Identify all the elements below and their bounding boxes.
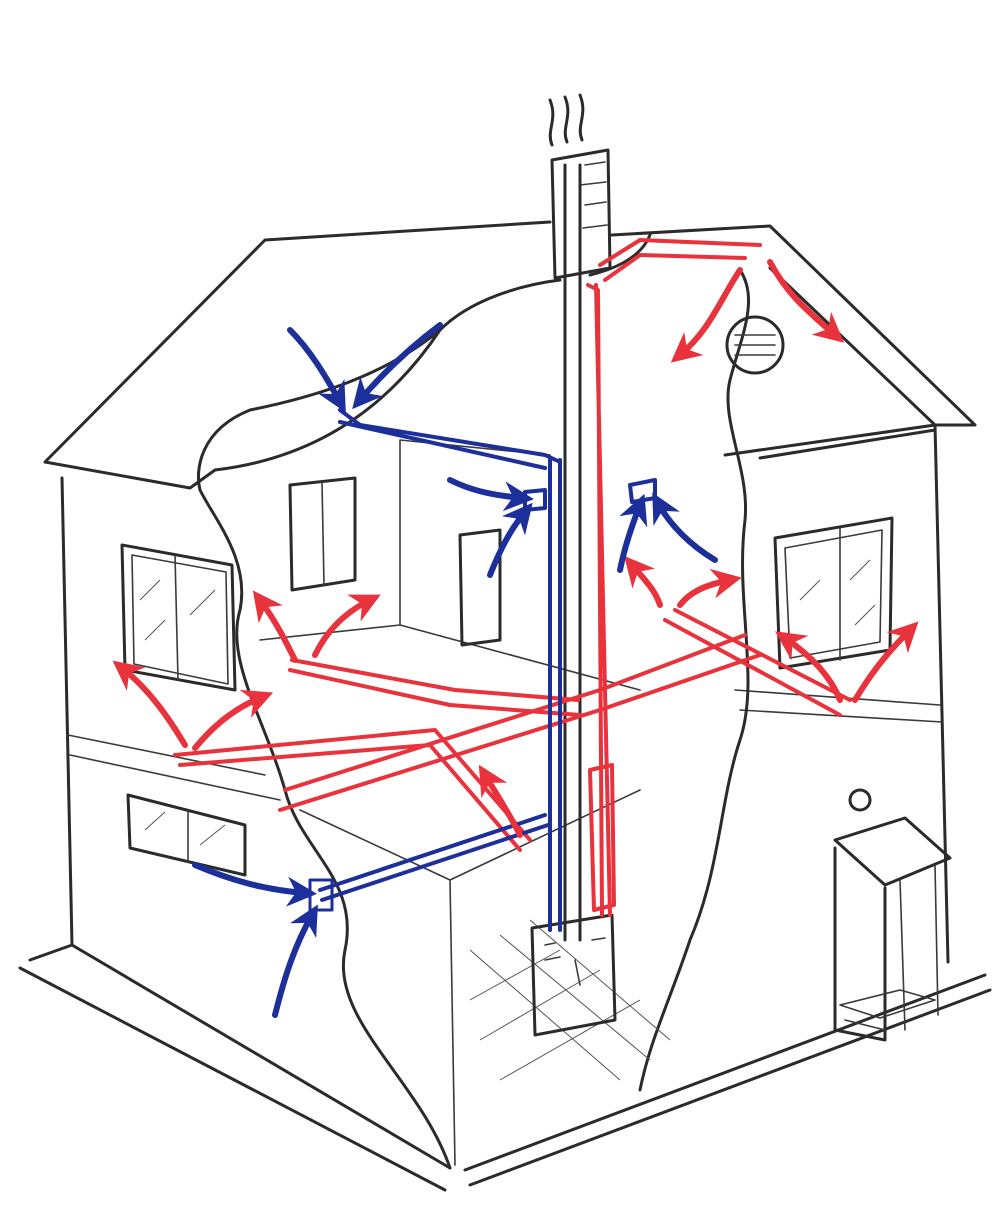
cool-intake-grille: [308, 878, 334, 912]
air-handler-unit: [530, 913, 617, 1037]
floor-tiles: [469, 919, 671, 1081]
blue-airflow-arrow-icon: [192, 862, 317, 907]
entry-door-posts: [899, 864, 939, 1031]
roof-right: [610, 224, 977, 427]
left-wall: [60, 476, 452, 1170]
blue-airflow-arrow-icon: [272, 904, 318, 1018]
blue-airflow-arrow-icon: [447, 477, 534, 512]
blue-airflow-arrow-icon: [287, 327, 346, 413]
red-airflow-arrow-icon: [478, 764, 523, 838]
interior-door: [458, 528, 502, 647]
warm-branch-left: [173, 728, 532, 852]
cool-branch-lower: [318, 813, 550, 902]
vent-grille-gable: [725, 315, 785, 375]
blue-airflow-arrow-icon: [652, 492, 718, 563]
entry-steps: [839, 989, 936, 1031]
window-left-lower: [126, 793, 247, 877]
ground-floor-slab: [299, 789, 641, 1166]
entry-door-canopy: [833, 816, 952, 887]
chimney: [548, 93, 612, 942]
blue-airflow-arrow-icon: [617, 493, 648, 573]
entry-door: [833, 846, 887, 1042]
warm-riser-lower: [588, 763, 616, 912]
right-wall: [723, 423, 950, 964]
exhaust-stack: [563, 163, 582, 942]
smoke-wave-icon: [548, 93, 585, 147]
warm-branch-interior: [288, 658, 582, 717]
blue-airflow-arrow-icon: [487, 502, 533, 578]
cutaway-edge-left: [196, 328, 452, 1170]
red-airflow-arrow-icon: [252, 590, 298, 663]
red-airflow-arrow-icon: [112, 660, 188, 748]
red-airflow-arrow-icon: [775, 631, 843, 703]
roof-left: [43, 220, 552, 490]
red-airflow-arrow-icon: [767, 259, 845, 343]
chimney-top: [550, 148, 612, 280]
blue-airflow-arrow-icon: [352, 322, 443, 410]
red-airflow-arrow-icon: [670, 267, 743, 363]
cool-vent-upper: [523, 488, 547, 512]
warm-branch-right: [663, 608, 852, 717]
cool-airflow-arrows: [192, 322, 718, 1018]
red-airflow-arrow-icon: [624, 555, 663, 608]
floor-line-left: [67, 734, 281, 801]
red-airflow-arrow-icon: [312, 594, 381, 658]
warm-supply-ducts: [173, 238, 852, 917]
warm-attic-duct: [598, 238, 762, 282]
chimney-bricks: [579, 161, 608, 229]
doors: [458, 528, 952, 1042]
attic-cut: [213, 278, 562, 472]
warm-riser: [586, 283, 612, 917]
door-lamp: [848, 788, 872, 812]
red-airflow-arrow-icon: [852, 621, 919, 703]
red-airflow-arrow-icon: [192, 689, 274, 751]
cool-riser: [548, 458, 562, 932]
red-airflow-arrow-icon: [677, 568, 742, 608]
warm-main-trunk: [278, 633, 762, 812]
window-interior: [288, 476, 357, 592]
ground-right: [463, 973, 992, 1187]
ground-left: [18, 943, 447, 1192]
cool-attic-duct: [338, 408, 562, 470]
house-structure: [18, 220, 992, 1192]
cool-vent-interior: [628, 478, 657, 504]
warm-airflow-arrows: [112, 259, 919, 838]
window-left-upper: [120, 543, 237, 692]
